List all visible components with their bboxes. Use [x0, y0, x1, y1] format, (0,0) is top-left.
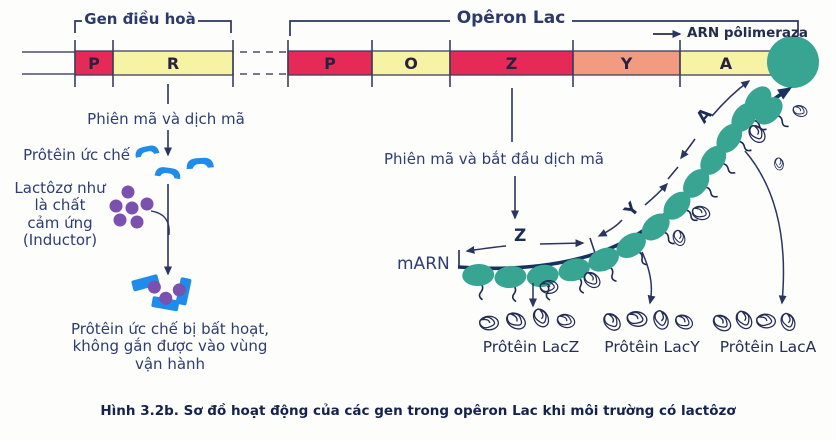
mrna-label: mARN	[397, 254, 450, 274]
rna-polymerase-label: ARN pôlimeraza	[687, 25, 808, 41]
operon-bracket-line	[572, 20, 799, 36]
lactose-molecules	[109, 185, 154, 229]
protein-laca-label: Prôtêin LacA	[719, 338, 817, 356]
gene-letter-r: R	[166, 54, 180, 73]
segment-arrows	[465, 80, 751, 254]
repressor-protein-shapes	[134, 144, 214, 180]
transcription-translation-label: Phiên mã và dịch mã	[87, 110, 245, 128]
protein-output-arrows	[529, 150, 787, 308]
inactivated-repressor-complexes	[131, 274, 192, 312]
regulatory-gene-bracket-label: Gen điều hoà	[84, 10, 196, 28]
repressor-inactivated-label: Prôtêin ức chế bị bất hoạt, không gắn đư…	[71, 320, 269, 373]
gene-letter-p-reg: P	[88, 54, 100, 73]
operon-bracket-line	[289, 20, 450, 36]
operon-lac-bracket-label: Opêron Lac	[456, 8, 566, 28]
segment-label-z: Z	[514, 226, 527, 246]
gene-letter-o: O	[404, 54, 418, 73]
gene-letter-p-op: P	[324, 54, 336, 73]
lactose-inducer-label: Lactôzơ như là chất cảm ứng (Inductor)	[14, 179, 106, 249]
figure-caption: Hình 3.2b. Sơ đồ hoạt động của các gen t…	[100, 403, 736, 419]
inducer-connector-line	[150, 210, 170, 236]
gene-letter-a: A	[719, 54, 733, 73]
protein-lacy-label: Prôtêin LacY	[604, 338, 700, 356]
repressor-protein-label: Prôtêin ức chế	[23, 146, 130, 164]
ribosome	[492, 263, 530, 305]
protein-laca-group	[709, 307, 799, 335]
regulatory-bracket-line	[198, 20, 232, 33]
transcription-start-translation-label: Phiên mã và bắt đầu dịch mã	[384, 150, 604, 168]
brackets	[74, 20, 799, 36]
protein-lacz-label: Prôtêin LacZ	[482, 338, 580, 356]
box-gene-a	[679, 50, 773, 76]
left-pathway-arrows	[150, 84, 172, 276]
protein-lacy-group	[599, 308, 696, 335]
gene-letter-y: Y	[620, 54, 633, 73]
ribosome	[460, 262, 497, 302]
right-pathway-arrows	[511, 88, 519, 220]
regulatory-bracket-line	[74, 20, 82, 33]
rna-polymerase	[767, 36, 819, 88]
protein-lacz-group	[479, 305, 577, 333]
gene-boundary-ticks	[74, 40, 681, 87]
box-gene-y	[572, 50, 681, 76]
gene-letter-z: Z	[505, 54, 518, 73]
